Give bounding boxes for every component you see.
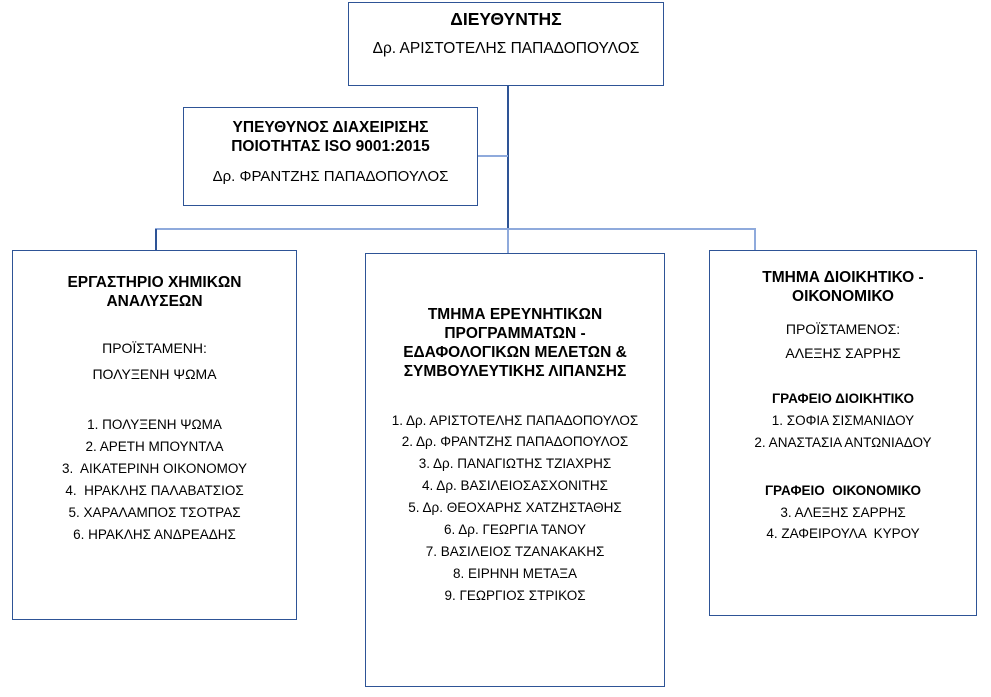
connector-drop-admin	[754, 229, 756, 251]
node-admin-section-2-title: ΓΡΑΦΕΙΟ ΟΙΚΟΝΟΜΙΚΟ	[764, 483, 922, 499]
node-admin-department[interactable]: ΤΜΗΜΑ ΔΙΟΙΚΗΤΙΚΟ - ΟΙΚΟΝΟΜΙΚΟ ΠΡΟΪΣΤΑΜΕΝ…	[709, 250, 977, 616]
node-director-subtitle: Δρ. ΑΡΙΣΤΟΤΕΛΗΣ ΠΑΠΑΔΟΠΟΥΛΟΣ	[372, 40, 640, 58]
connector-drop-lab	[155, 229, 157, 251]
node-research-title-line3: ΕΔΑΦΟΛΟΓΙΚΩΝ ΜΕΛΕΤΩΝ &	[403, 343, 627, 361]
node-quality-manager[interactable]: ΥΠΕΥΘΥΝΟΣ ΔΙΑΧΕΙΡΙΣΗΣ ΠΟΙΟΤΗΤΑΣ ISO 9001…	[183, 107, 478, 206]
node-quality-title-line1: ΥΠΕΥΘΥΝΟΣ ΔΙΑΧΕΙΡΙΣΗΣ	[232, 119, 429, 136]
node-quality-subtitle: Δρ. ΦΡΑΝΤΖΗΣ ΠΑΠΑΔΟΠΟΥΛΟΣ	[212, 167, 449, 185]
node-lab-role-name: ΠΟΛΥΞΕΝΗ ΨΩΜΑ	[92, 366, 217, 383]
node-chemical-lab[interactable]: ΕΡΓΑΣΤΗΡΙΟ ΧΗΜΙΚΩΝ ΑΝΑΛΥΣΕΩΝ ΠΡΟΪΣΤΑΜΕΝΗ…	[12, 250, 297, 620]
node-quality-title-line2: ΠΟΙΟΤΗΤΑΣ ISO 9001:2015	[231, 137, 430, 155]
connector-quality-horizontal	[477, 155, 508, 157]
node-admin-title-line1: ΤΜΗΜΑ ΔΙΟΙΚΗΤΙΚΟ -	[762, 269, 924, 286]
node-admin-section-2-members: 3. ΑΛΕΞΗΣ ΣΑΡΡΗΣ 4. ΖΑΦΕΙΡΟΥΛΑ ΚΥΡΟΥ	[766, 504, 920, 542]
node-admin-role-label: ΠΡΟΪΣΤΑΜΕΝΟΣ:	[785, 320, 901, 337]
node-admin-title-line2: ΟΙΚΟΝΟΜΙΚΟ	[792, 287, 894, 305]
node-director-title: ΔΙΕΥΘΥΝΤΗΣ	[450, 9, 562, 29]
connector-director-vertical	[507, 86, 509, 229]
node-lab-role-label: ΠΡΟΪΣΤΑΜΕΝΗ:	[102, 339, 207, 356]
node-research-member-list: 1. Δρ. ΑΡΙΣΤΟΤΕΛΗΣ ΠΑΠΑΔΟΠΟΥΛΟΣ 2. Δρ. Φ…	[391, 412, 639, 603]
connector-distribution-bar	[155, 228, 756, 230]
node-lab-title-line1: ΕΡΓΑΣΤΗΡΙΟ ΧΗΜΙΚΩΝ	[67, 274, 242, 291]
node-admin-section-1-title: ΓΡΑΦΕΙΟ ΔΙΟΙΚΗΤΙΚΟ	[772, 391, 914, 407]
connector-drop-research	[507, 229, 509, 254]
node-admin-role-name: ΑΛΕΞΗΣ ΣΑΡΡΗΣ	[785, 345, 901, 362]
node-lab-member-list: 1. ΠΟΛΥΞΕΝΗ ΨΩΜΑ 2. ΑΡΕΤΗ ΜΠΟΥΝΤΛΑ 3. ΑΙ…	[62, 417, 247, 542]
node-admin-section-1-members: 1. ΣΟΦΙΑ ΣΙΣΜΑΝΙΔΟΥ 2. ΑΝΑΣΤΑΣΙΑ ΑΝΤΩΝΙΑ…	[754, 412, 932, 450]
node-lab-title-line2: ΑΝΑΛΥΣΕΩΝ	[106, 292, 203, 310]
node-research-department[interactable]: ΤΜΗΜΑ ΕΡΕΥΝΗΤΙΚΩΝ ΠΡΟΓΡΑΜΜΑΤΩΝ - ΕΔΑΦΟΛΟ…	[365, 253, 665, 687]
node-research-title-line1: ΤΜΗΜΑ ΕΡΕΥΝΗΤΙΚΩΝ	[427, 306, 603, 323]
node-director[interactable]: ΔΙΕΥΘΥΝΤΗΣ Δρ. ΑΡΙΣΤΟΤΕΛΗΣ ΠΑΠΑΔΟΠΟΥΛΟΣ	[348, 2, 664, 86]
node-research-title-line2: ΠΡΟΓΡΑΜΜΑΤΩΝ -	[444, 324, 586, 342]
node-research-title-line4: ΣΥΜΒΟΥΛΕΥΤΙΚΗΣ ΛΙΠΑΝΣΗΣ	[403, 362, 627, 380]
